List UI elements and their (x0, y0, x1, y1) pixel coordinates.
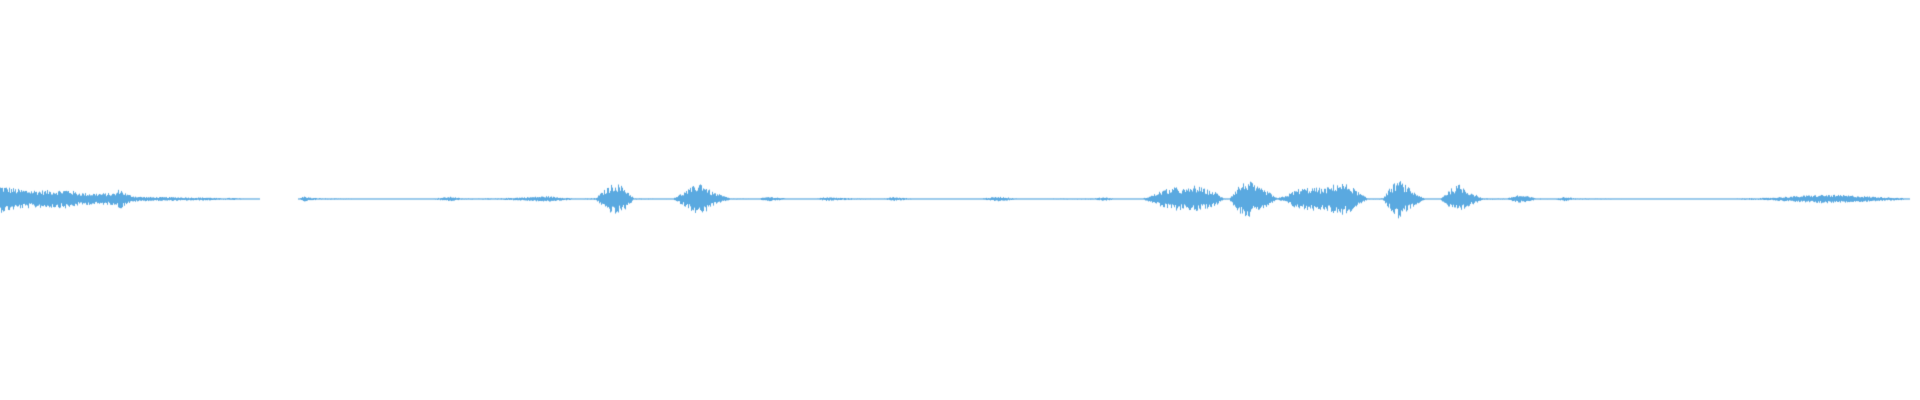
audio-waveform[interactable] (0, 0, 1920, 400)
